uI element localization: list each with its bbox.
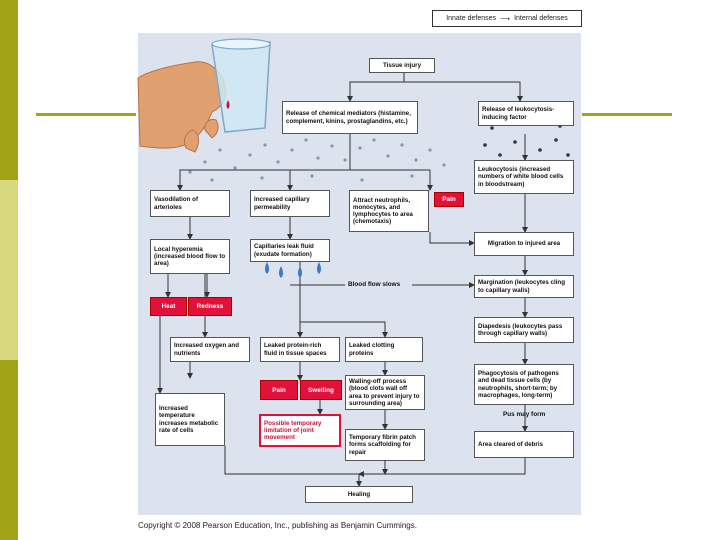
legend-internal: Internal defenses xyxy=(514,15,568,22)
vasodilation-box: Vasodilation of arterioles xyxy=(150,190,230,217)
local-hyperemia-box: Local hyperemia (increased blood flow to… xyxy=(150,239,230,274)
sign-heat: Heat xyxy=(150,297,187,316)
capillary-permeability-box: Increased capillary permeability xyxy=(250,190,330,217)
chemical-mediators-box: Release of chemical mediators (histamine… xyxy=(282,101,418,134)
sidebar-segment xyxy=(0,0,18,180)
phagocytosis-box: Phagocytosis of pathogens and dead tissu… xyxy=(474,364,574,405)
protein-rich-fluid-box: Leaked protein-rich fluid in tissue spac… xyxy=(260,337,340,362)
sign-pain-bottom: Pain xyxy=(260,380,298,400)
sidebar-decoration xyxy=(0,0,18,540)
oxygen-nutrients-box: Increased oxygen and nutrients xyxy=(170,337,250,362)
decorative-line-right xyxy=(582,113,672,116)
copyright-text: Copyright © 2008 Pearson Education, Inc.… xyxy=(138,521,417,530)
sidebar-segment xyxy=(0,360,18,540)
sign-redness: Redness xyxy=(188,297,232,316)
tissue-injury-box: Tissue injury xyxy=(369,58,435,73)
sign-swelling: Swelling xyxy=(300,380,342,400)
temperature-box: Increased temperature increases metaboli… xyxy=(155,393,225,446)
leukocytosis-box: Leukocytosis (increased numbers of white… xyxy=(474,160,574,194)
migration-box: Migration to injured area xyxy=(474,232,574,256)
pus-label: Pus may form xyxy=(503,411,546,418)
arrow-icon: ⟶ xyxy=(500,15,511,23)
joint-movement-box: Possible temporary limitation of joint m… xyxy=(259,414,341,447)
healing-box: Healing xyxy=(305,486,413,503)
legend: Innate defenses ⟶ Internal defenses xyxy=(432,10,582,27)
legend-innate: Innate defenses xyxy=(446,15,497,22)
clotting-proteins-box: Leaked clotting proteins xyxy=(345,337,423,362)
decorative-line-left xyxy=(36,113,136,116)
blood-flow-slows-label: Blood flow slows xyxy=(348,281,401,288)
leukocytosis-factor-box: Release of leukocytosis-inducing factor xyxy=(478,101,574,126)
margination-box: Margination (leukocytes cling to capilla… xyxy=(474,275,574,298)
sign-pain-top: Pain xyxy=(434,192,464,207)
chemotaxis-box: Attract neutrophils, monocytes, and lymp… xyxy=(349,190,429,232)
area-cleared-box: Area cleared of debris xyxy=(474,431,574,458)
sidebar-segment xyxy=(0,180,18,360)
hand-glass-illustration xyxy=(137,38,271,153)
walling-off-box: Walling-off process (blood clots wall of… xyxy=(345,375,425,410)
capillaries-leak-box: Capillaries leak fluid (exudate formatio… xyxy=(250,239,330,262)
diapedesis-box: Diapedesis (leukocytes pass through capi… xyxy=(474,317,574,343)
fibrin-patch-box: Temporary fibrin patch forms scaffolding… xyxy=(345,429,425,461)
